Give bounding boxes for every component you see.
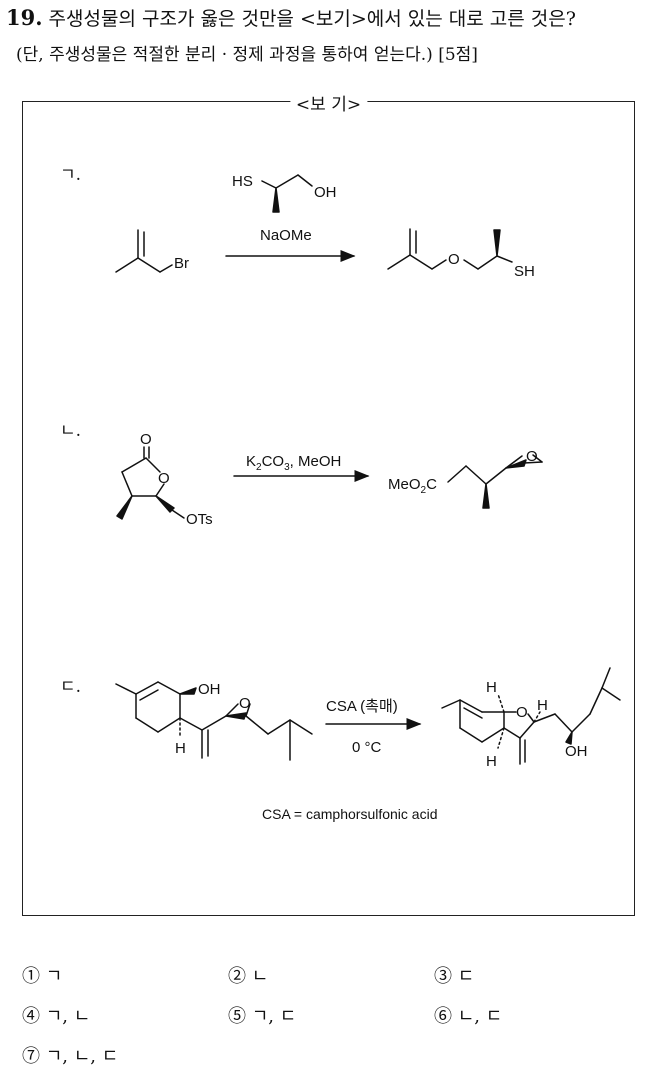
choice-2[interactable]: ② ㄴ [228,966,269,987]
question-condition: (단, 주생성물은 적절한 분리 · 정제 과정을 통하여 얻는다.) [5점] [16,45,478,65]
bogi-box: <보 기> [22,90,635,916]
item-label-c: ㄷ. [60,677,82,697]
reaction-a-start-molecule [115,229,173,273]
a-br-label: Br [174,255,189,272]
bogi-title: <보 기> [289,90,368,115]
reaction-c-start-molecule [115,681,313,761]
a-hs-label: HS [232,173,253,190]
c-product-oh: OH [565,743,588,760]
reaction-a-product-molecule [387,228,513,270]
b-condition-label: K2CO3, MeOH [246,453,341,473]
c-product-h-bottom: H [486,753,497,770]
reaction-b-start-molecule [116,446,185,520]
c-condition-bottom: 0 °C [352,739,382,756]
question-number: 19. [6,5,43,30]
c-epoxide-o-label: O [239,695,251,712]
c-product-h-top: H [486,679,497,696]
c-product-o: O [516,704,528,721]
a-naome-label: NaOMe [260,227,312,244]
choice-7[interactable]: ⑦ ㄱ, ㄴ, ㄷ [22,1046,119,1067]
item-label-a: ㄱ. [60,165,82,185]
b-carbonyl-o-label: O [140,431,152,448]
c-h-label: H [175,740,186,757]
reaction-a-reagent-molecule [261,174,313,213]
question-text: 주생성물의 구조가 옳은 것만을 <보기>에서 있는 대로 고른 것은? [48,8,576,30]
c-product-h-right: H [537,697,548,714]
a-oh-label: OH [314,184,337,201]
choice-4[interactable]: ④ ㄱ, ㄴ [22,1006,91,1027]
c-oh-label: OH [198,681,221,698]
reaction-b-product-molecule [447,454,543,509]
b-product-ester-label: MeO2C [388,476,437,496]
a-product-o-label: O [448,251,460,268]
b-ring-o-label: O [158,470,170,487]
b-ots-label: OTs [186,511,213,528]
item-label-b: ㄴ. [60,421,82,441]
question-line: 19.주생성물의 구조가 옳은 것만을 <보기>에서 있는 대로 고른 것은? [6,4,576,31]
choice-3[interactable]: ③ ㄷ [434,966,475,987]
reaction-c-product-molecule [441,667,621,765]
choice-6[interactable]: ⑥ ㄴ, ㄷ [434,1006,503,1027]
choice-5[interactable]: ⑤ ㄱ, ㄷ [228,1006,297,1027]
b-epoxide-o-label: O [526,448,538,465]
c-condition-top: CSA (촉매) [326,698,398,715]
choice-1[interactable]: ① ㄱ [22,966,63,987]
a-product-sh-label: SH [514,263,535,280]
csa-note: CSA = camphorsulfonic acid [262,806,438,822]
